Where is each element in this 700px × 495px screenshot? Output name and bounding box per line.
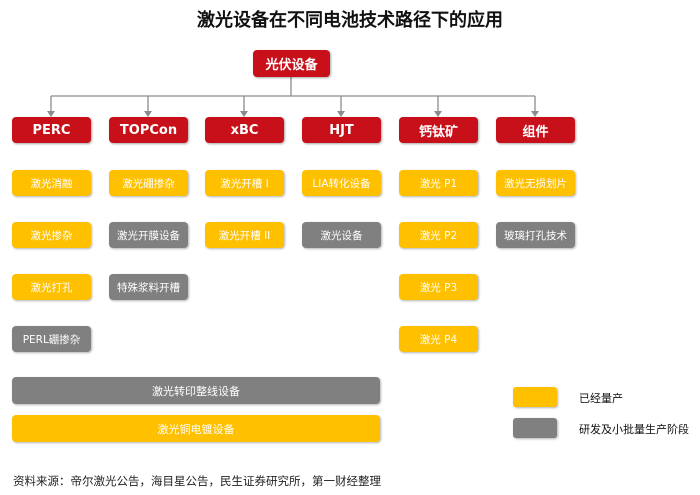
perovskite-item-laser-p4: 激光 P4 <box>399 326 478 352</box>
category-perovskite: 钙钛矿 <box>399 117 478 143</box>
category-perc: PERC <box>12 117 91 143</box>
category-topcon: TOPCon <box>109 117 188 143</box>
perovskite-item-laser-p2: 激光 P2 <box>399 222 478 248</box>
xbc-item-laser-groove-2: 激光开槽 II <box>205 222 284 248</box>
root-node-pv-equipment: 光伏设备 <box>253 50 330 77</box>
hjt-item-lia-conversion: LIA转化设备 <box>302 170 381 196</box>
chart-title: 激光设备在不同电池技术路径下的应用 <box>197 10 503 31</box>
legend-label-rd-small-batch: 研发及小批量生产阶段 <box>579 423 689 436</box>
bar-laser-copper-plating: 激光铜电镀设备 <box>12 415 380 442</box>
perc-item-laser-doping: 激光掺杂 <box>12 222 91 248</box>
category-hjt: HJT <box>302 117 381 143</box>
perc-item-perl-boron: PERL硼掺杂 <box>12 326 91 352</box>
topcon-item-laser-film-opening: 激光开膜设备 <box>109 222 188 248</box>
perovskite-item-laser-p1: 激光 P1 <box>399 170 478 196</box>
hjt-item-laser-equipment: 激光设备 <box>302 222 381 248</box>
legend-swatch-mass-production <box>513 387 557 407</box>
category-module: 组件 <box>496 117 575 143</box>
perc-item-laser-drilling: 激光打孔 <box>12 274 91 300</box>
perc-item-laser-ablation: 激光消融 <box>12 170 91 196</box>
bar-laser-transfer-printing-line: 激光转印整线设备 <box>12 377 380 404</box>
source-note: 资料来源：帝尔激光公告，海目星公告，民生证券研究所，第一财经整理 <box>13 474 381 488</box>
legend-swatch-rd-small-batch <box>513 418 557 438</box>
module-item-glass-drilling: 玻璃打孔技术 <box>496 222 575 248</box>
category-xbc: xBC <box>205 117 284 143</box>
perovskite-item-laser-p3: 激光 P3 <box>399 274 478 300</box>
topcon-item-laser-boron-doping: 激光硼掺杂 <box>109 170 188 196</box>
legend-label-mass-production: 已经量产 <box>579 392 623 405</box>
xbc-item-laser-groove-1: 激光开槽 I <box>205 170 284 196</box>
topcon-item-special-paste-groove: 特殊浆料开槽 <box>109 274 188 300</box>
module-item-laser-lossless-cutting: 激光无损划片 <box>496 170 575 196</box>
